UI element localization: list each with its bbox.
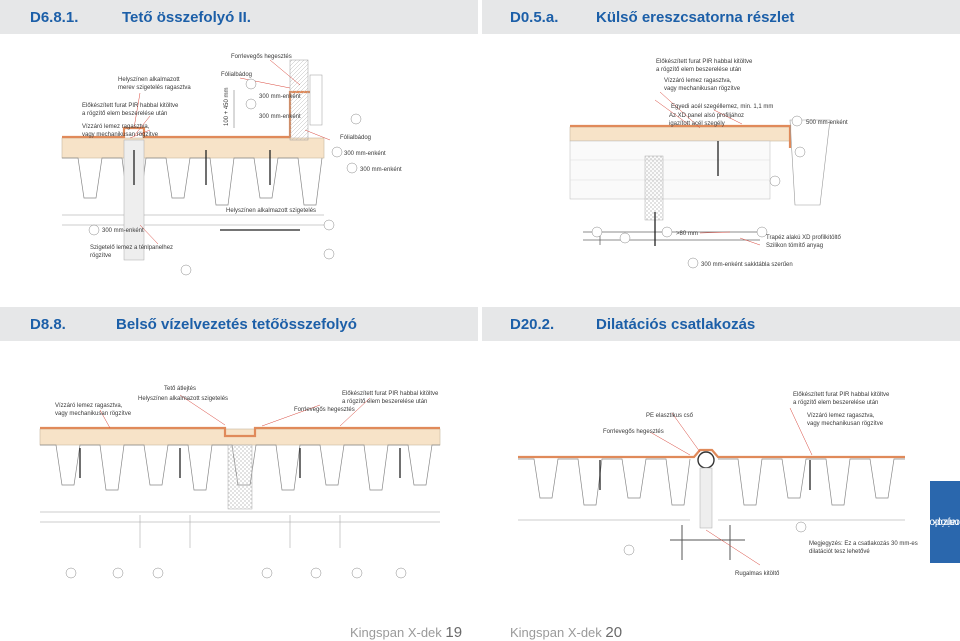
drawing-d05a: Előkészített furat PIR habbal kitöltve a… xyxy=(569,59,848,269)
d202-label-8: dilatációt tesz lehetővé xyxy=(809,549,870,555)
d681-label-12: Fólialbádog xyxy=(340,135,371,141)
d05a-label-7: igazított acél szegély xyxy=(669,121,725,127)
d88-label-1: Tető átlejtés xyxy=(164,386,196,392)
footer-left: Kingspan X-dek 19 xyxy=(350,624,462,641)
d681-label-16: 300 mm-enként xyxy=(102,228,144,234)
d681-label-7: Forrlevegős hegesztés xyxy=(231,54,292,60)
footer-brand: Kingspan X-dek xyxy=(350,625,442,640)
d202-label-5: Vízzáró lemez ragasztva, xyxy=(807,413,875,419)
d681-label-4: a rögzítő elem beszerelése után xyxy=(82,111,167,117)
section-title: Dilatációs csatlakozás xyxy=(596,315,756,333)
drawing-d681: Helyszínen alkalmazott merev szigetelés … xyxy=(61,54,402,276)
d202-label-6: vagy mechanikusan rögzítve xyxy=(807,421,884,427)
section-title: Belső vízelvezetés tetőösszefolyó xyxy=(116,315,357,333)
d681-label-13: 300 mm-enként xyxy=(344,151,386,157)
page-number: 20 xyxy=(605,624,623,641)
d05a-label-10: Trapéz alakú XD profilkitöltő xyxy=(766,235,841,241)
footer-right: Kingspan X-dek 20 xyxy=(510,624,622,641)
section-title: Tető összefolyó II. xyxy=(122,8,251,26)
d681-label-1: Helyszínen alkalmazott xyxy=(118,77,180,83)
d202-label-7: Megjegyzés: Ez a csatlakozás 30 mm-es xyxy=(809,541,918,547)
d202-label-3: Előkészített furat PIR habbal kitöltve xyxy=(793,392,890,398)
d05a-label-5: Egyedi acél szegéllemez, min. 1,1 mm xyxy=(671,104,773,110)
d681-label-3: Előkészített furat PIR habbal kitöltve xyxy=(82,103,179,109)
d88-label-5: Forrlevegős hegesztés xyxy=(294,407,355,413)
header-d05a: D0.5.a. Külső ereszcsatorna részlet xyxy=(482,0,960,34)
d05a-label-12: 300 mm-enként sakktábla szerűen xyxy=(701,262,793,268)
d681-label-17: Szigetelő lemez a ténlpanelhez xyxy=(90,245,173,251)
d05a-label-2: a rögzítő elem beszerelése után xyxy=(656,67,741,73)
d05a-label-3: Vízzáró lemez ragasztva, xyxy=(664,78,732,84)
d681-label-10: 300 mm-enként xyxy=(259,94,301,100)
d681-label-11: 300 mm-enként xyxy=(259,114,301,120)
section-number: D0.5.a. xyxy=(510,8,559,26)
page-number: 19 xyxy=(445,624,463,641)
d88-label-7: a rögzítő elem beszerelése után xyxy=(342,399,427,405)
d681-label-6: vagy mechanikusan rögzítve xyxy=(82,132,159,138)
section-number: D8.8. xyxy=(30,315,66,333)
d88-label-3: Vízzáró lemez ragasztva, xyxy=(55,403,123,409)
d05a-label-4: vagy mechanikusan rögzítve xyxy=(664,86,741,92)
header-d202: D20.2. Dilatációs csatlakozás xyxy=(482,307,960,341)
section-number: D6.8.1. xyxy=(30,8,79,26)
d202-label-4: a rögzítő elem beszerelése után xyxy=(793,400,878,406)
d681-label-8: Fólialbádog xyxy=(221,72,252,78)
d681-label-18: rögzítve xyxy=(90,253,112,259)
d681-label-9: 100 + 450 mm xyxy=(224,87,230,126)
section-number: D20.2. xyxy=(510,315,555,333)
drawing-d88: Tető átlejtés Helyszínen alkalmazott szi… xyxy=(39,386,441,579)
header-d681: D6.8.1. Tető összefolyó II. xyxy=(0,0,478,34)
footer-brand: Kingspan X-dek xyxy=(510,625,602,640)
d681-label-2: merev szigetelés ragasztva xyxy=(118,85,191,91)
drawing-d202: PE elasztikus cső Forrlevegős hegesztés … xyxy=(518,392,918,577)
sidebar-tab: Csomópontirajzok xyxy=(918,481,960,563)
header-d88: D8.8. Belső vízelvezetés tetőösszefolyó xyxy=(0,307,478,341)
d88-label-4: vagy mechanikusan rögzítve xyxy=(55,411,132,417)
d05a-label-6: Az XD panel alsó profiljához xyxy=(669,113,744,119)
d05a-label-9: >80 mm xyxy=(676,231,698,237)
d681-label-14: 300 mm-enként xyxy=(360,167,402,173)
d88-label-2: Helyszínen alkalmazott szigetelés xyxy=(138,396,228,402)
d202-label-2: Forrlevegős hegesztés xyxy=(603,429,664,435)
d88-label-6: Előkészített furat PIR habbal kitöltve xyxy=(342,391,439,397)
d681-label-5: Vízzáró lemez ragasztva, xyxy=(82,124,150,130)
section-title: Külső ereszcsatorna részlet xyxy=(596,8,795,26)
d05a-label-1: Előkészített furat PIR habbal kitöltve xyxy=(656,59,753,65)
d05a-label-11: Szilikon tömítő anyag xyxy=(766,243,823,249)
sidebar-line-2: rajzok xyxy=(931,516,959,528)
d202-label-1: PE elasztikus cső xyxy=(646,413,694,419)
d05a-label-8: 500 mm-enként xyxy=(806,120,848,126)
d681-label-15: Helyszínen alkalmazott szigetelés xyxy=(226,208,316,214)
d202-label-9: Rugalmas kitöltő xyxy=(735,571,780,577)
